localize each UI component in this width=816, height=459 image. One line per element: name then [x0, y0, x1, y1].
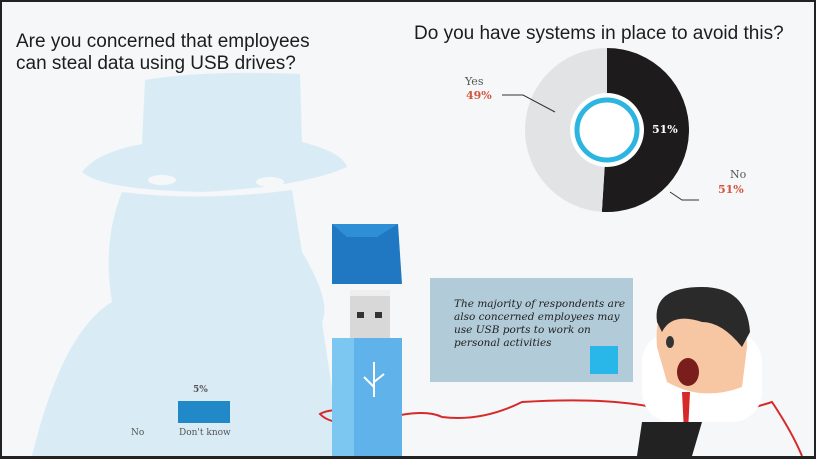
category-no: No — [131, 428, 145, 438]
right-question: Do you have systems in place to avoid th… — [414, 23, 784, 44]
spy-silhouette — [32, 72, 347, 456]
pct-yes: 49% — [466, 89, 492, 102]
donut-hole — [570, 93, 644, 167]
bar-dont-know — [178, 401, 230, 423]
callout-text: The majority of respondents are also con… — [454, 298, 626, 349]
callout-square — [590, 346, 618, 374]
callout-box: The majority of respondents are also con… — [430, 278, 633, 382]
worried-man — [637, 287, 762, 456]
donut-slice-yes — [524, 48, 607, 212]
donut-chart — [524, 48, 689, 212]
donut-slice-no — [601, 48, 689, 212]
label-yes: Yes — [465, 75, 484, 88]
pct-center: 51% — [652, 123, 678, 136]
pct-no: 51% — [718, 183, 744, 196]
label-no: No — [730, 168, 747, 181]
leader-no — [669, 191, 699, 201]
category-dont-know: Don't know — [179, 428, 231, 438]
usb-icon — [363, 362, 385, 397]
left-question: Are you concerned that employees can ste… — [16, 31, 310, 74]
usb-drive — [332, 224, 402, 456]
bar-label-dont-know: 5% — [193, 385, 208, 395]
spy-eyes — [148, 175, 284, 187]
donut-ring — [574, 97, 640, 163]
leader-yes — [502, 94, 556, 113]
